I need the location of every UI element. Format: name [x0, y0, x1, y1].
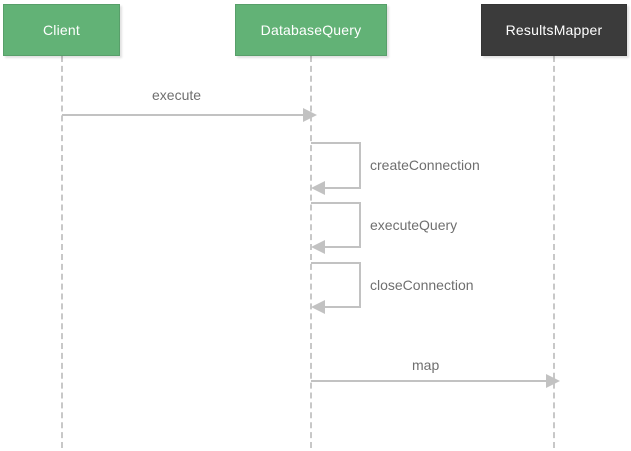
message-arrow-executequery: [311, 202, 361, 254]
message-label-execute: execute: [152, 87, 202, 103]
message-arrow-execute: [62, 108, 317, 122]
message-arrow-createconnection: [311, 142, 361, 195]
participant-resultsmapper[interactable]: ResultsMapper: [481, 4, 627, 56]
participant-resultsmapper-label: ResultsMapper: [505, 22, 603, 38]
participant-databasequery[interactable]: DatabaseQuery: [235, 4, 387, 56]
lifeline-resultsmapper: [553, 56, 555, 448]
message-label-createconnection: createConnection: [370, 157, 480, 173]
lifeline-client: [61, 56, 63, 448]
message-arrow-closeconnection: [311, 262, 361, 314]
participant-databasequery-label: DatabaseQuery: [260, 22, 362, 38]
message-arrow-map: [311, 374, 560, 388]
message-label-closeconnection: closeConnection: [370, 277, 474, 293]
message-label-executequery: executeQuery: [370, 217, 458, 233]
participant-client-label: Client: [43, 22, 80, 38]
lifeline-databasequery: [310, 56, 312, 448]
message-label-map: map: [412, 357, 440, 373]
participant-client[interactable]: Client: [3, 4, 120, 56]
